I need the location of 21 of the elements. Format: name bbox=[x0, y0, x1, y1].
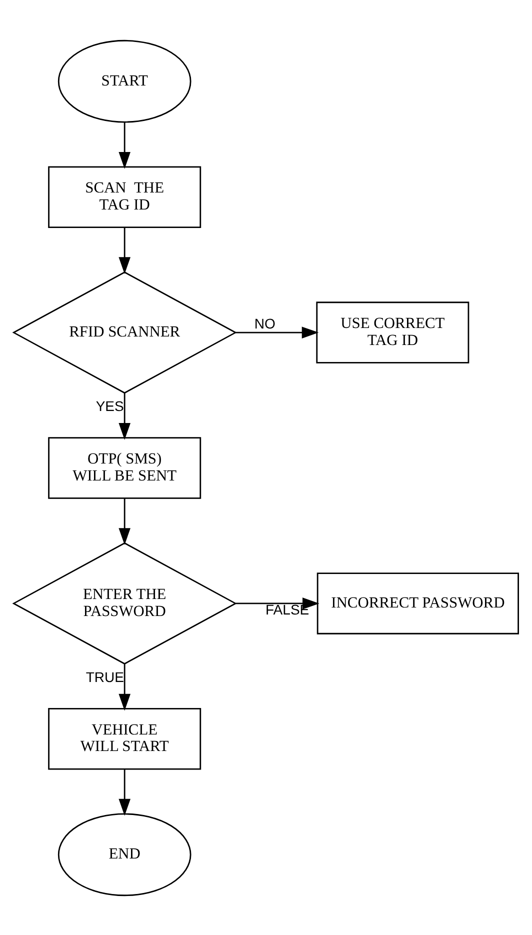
arrow bbox=[118, 226, 130, 274]
arrow bbox=[118, 768, 130, 816]
node-diamond: RFID SCANNER bbox=[12, 270, 237, 394]
edge-label: FALSE bbox=[266, 601, 310, 618]
arrow bbox=[236, 326, 319, 338]
node-diamond: ENTER THE PASSWORD bbox=[12, 542, 237, 664]
arrow bbox=[118, 122, 130, 168]
node-box: SCAN THE TAG ID bbox=[48, 166, 202, 228]
node-box: VEHICLE WILL START bbox=[48, 708, 202, 770]
node-box: INCORRECT PASSWORD bbox=[316, 572, 519, 634]
arrow bbox=[118, 392, 130, 440]
edge-label: NO bbox=[254, 314, 276, 331]
edge-label: YES bbox=[96, 397, 124, 414]
arrow bbox=[118, 498, 130, 544]
edge-label: TRUE bbox=[86, 668, 124, 684]
node-box: USE CORRECT TAG ID bbox=[316, 301, 470, 363]
arrow bbox=[236, 597, 320, 609]
node-box: OTP( SMS) WILL BE SENT bbox=[48, 436, 202, 498]
node-ellipse: END bbox=[58, 812, 192, 896]
node-ellipse: START bbox=[58, 39, 192, 122]
arrow bbox=[118, 664, 130, 710]
